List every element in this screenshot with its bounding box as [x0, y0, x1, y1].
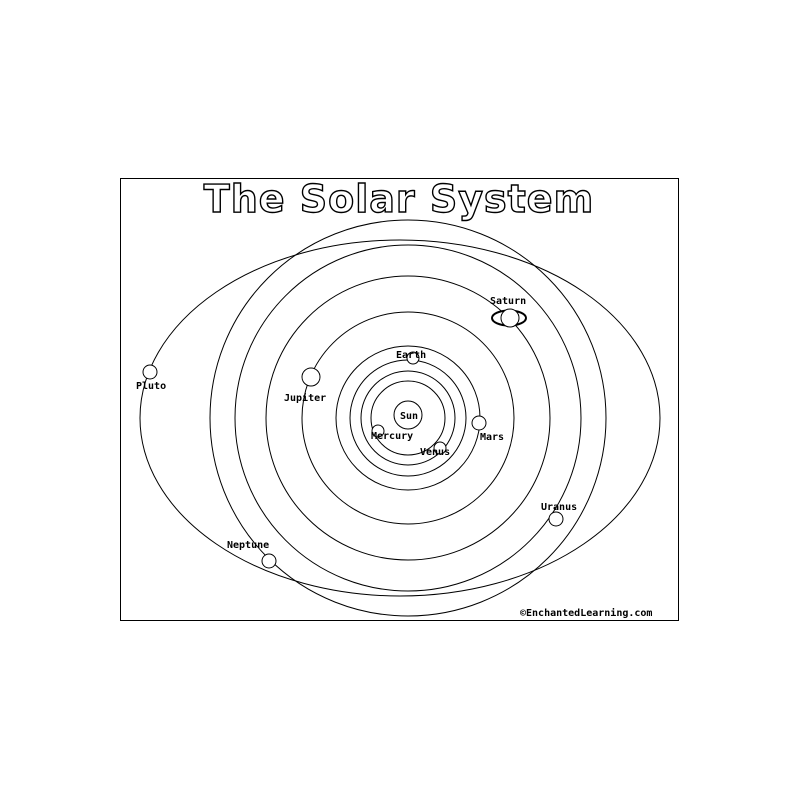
uranus-icon [548, 511, 564, 527]
jupiter-icon [301, 367, 321, 387]
diagram-frame [120, 178, 679, 621]
mars-label: Mars [480, 432, 504, 443]
saturn-orbit [265, 275, 551, 561]
venus-label: Venus [420, 447, 450, 458]
uranus-orbit [234, 244, 582, 592]
mars-icon [471, 415, 487, 431]
sun-label: Sun [400, 411, 418, 422]
venus-icon [433, 441, 447, 455]
jupiter-orbit [301, 311, 515, 525]
neptune-orbit [209, 219, 607, 617]
neptune-label: Neptune [227, 540, 269, 551]
uranus-label: Uranus [541, 502, 577, 513]
mercury-orbit [370, 380, 446, 456]
mercury-icon [371, 424, 385, 438]
earth-icon [406, 351, 420, 365]
neptune-icon [261, 553, 277, 569]
earth-label: Earth [396, 350, 426, 361]
pluto-label: Pluto [136, 381, 166, 392]
diagram-title: The Solar System [204, 177, 594, 221]
saturn-icon [500, 308, 520, 328]
saturn-label: Saturn [490, 296, 526, 307]
jupiter-label: Jupiter [284, 392, 326, 404]
pluto-icon [142, 364, 158, 380]
pluto-orbit [139, 239, 661, 597]
mercury-label: Mercury [371, 431, 413, 442]
credit-text: ©EnchantedLearning.com [520, 607, 652, 619]
venus-orbit [360, 370, 456, 466]
sun-icon [393, 400, 423, 430]
